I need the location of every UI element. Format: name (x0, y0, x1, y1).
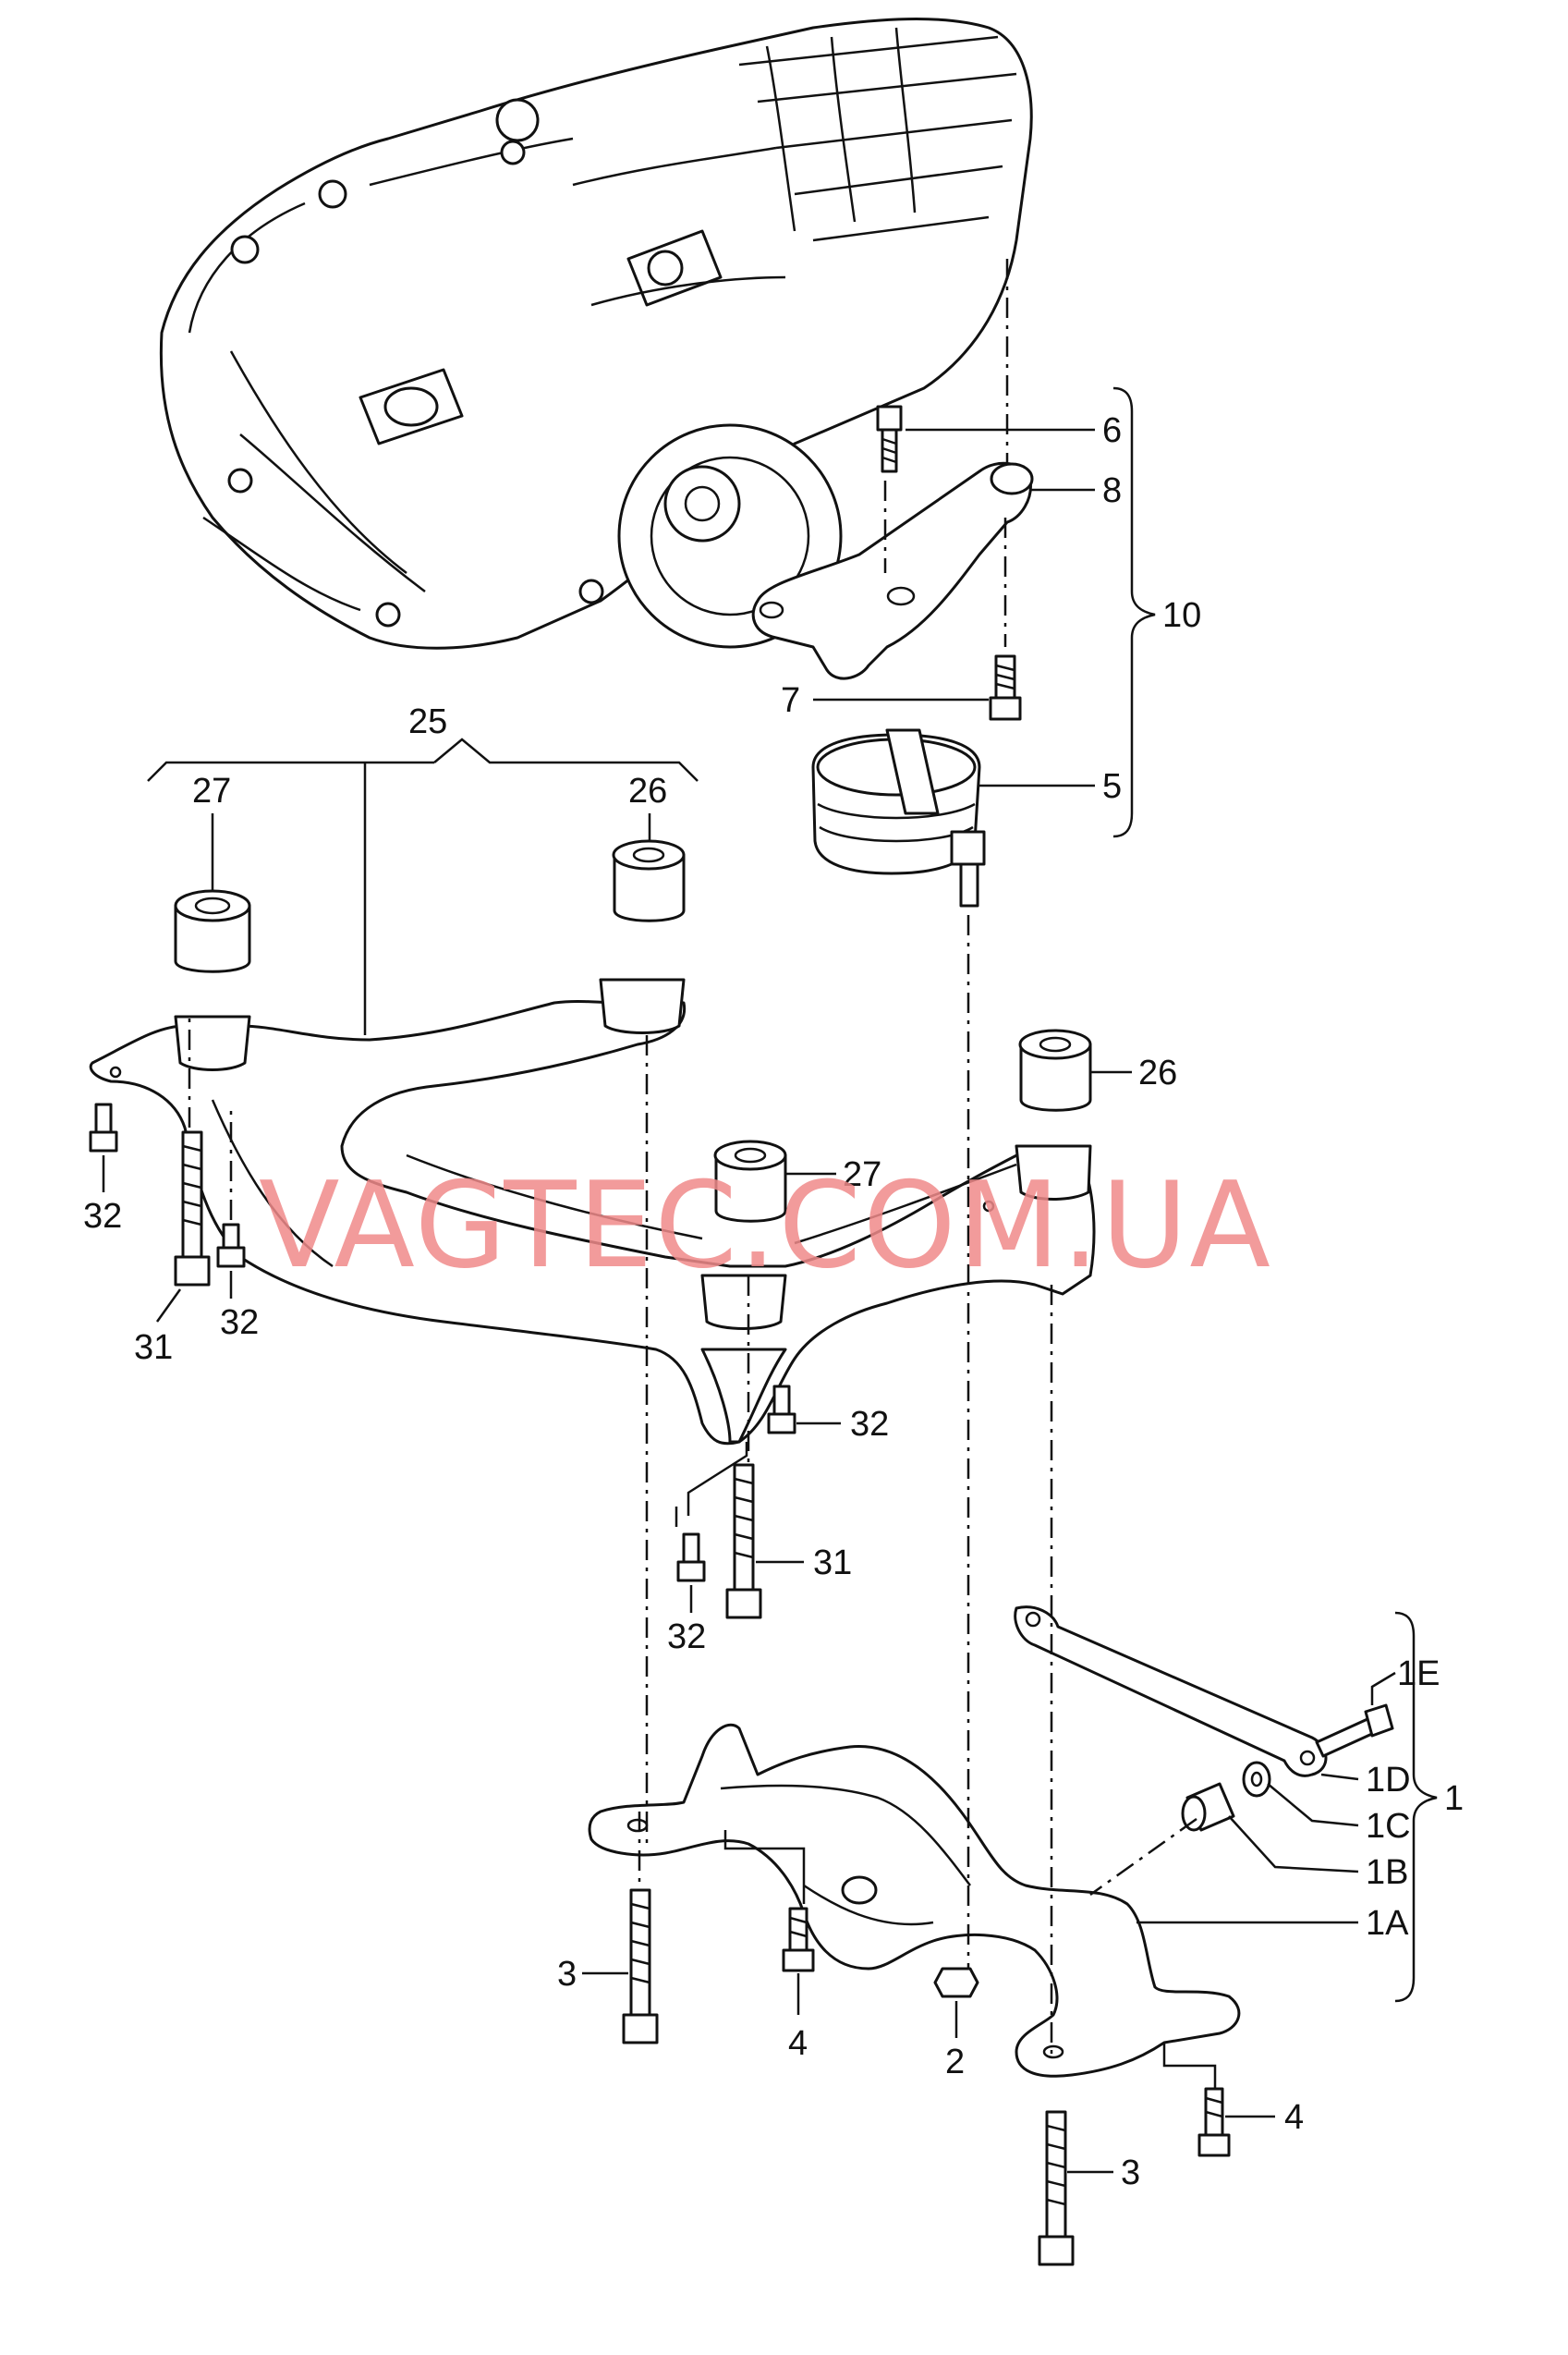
callout-31-a: 31 (134, 1328, 173, 1367)
callout-1D: 1D (1366, 1761, 1411, 1800)
callout-32-c: 32 (850, 1405, 889, 1444)
callout-32-a: 32 (83, 1197, 122, 1236)
callout-27-center: 27 (843, 1155, 881, 1194)
callout-7: 7 (781, 681, 800, 720)
watermark-text: VAGTEC.COM.UA (259, 1157, 1272, 1295)
callout-31-b: 31 (813, 1544, 852, 1582)
callout-25: 25 (408, 702, 447, 741)
callout-labels: 6 8 10 7 5 25 27 26 26 27 32 32 31 32 31… (83, 411, 1464, 2192)
subframe-bolts (89, 1103, 796, 1619)
callout-27-upper: 27 (192, 772, 231, 811)
callout-2: 2 (945, 2043, 965, 2081)
callout-1: 1 (1444, 1779, 1464, 1818)
crossmember-assembly (588, 1605, 1394, 2266)
callout-1B: 1B (1366, 1853, 1408, 1892)
callout-26-upper: 26 (628, 772, 667, 811)
transmission-housing (159, 18, 1033, 650)
callout-3-right: 3 (1121, 2154, 1140, 2192)
callout-3-left: 3 (557, 1955, 577, 1994)
callout-4-right: 4 (1284, 2098, 1304, 2137)
gearbox-mount-assembly (751, 405, 1034, 908)
callout-1C: 1C (1366, 1807, 1411, 1846)
callout-8: 8 (1102, 471, 1122, 510)
callout-32-b: 32 (220, 1303, 259, 1342)
callout-26-right: 26 (1138, 1054, 1177, 1092)
subframe-assembly (89, 839, 1096, 1446)
callout-1A: 1A (1366, 1904, 1409, 1943)
callout-4-left: 4 (788, 2024, 808, 2063)
callout-10: 10 (1162, 596, 1201, 635)
callout-32-d: 32 (667, 1617, 706, 1656)
callout-6: 6 (1102, 411, 1122, 450)
callout-5: 5 (1102, 767, 1122, 806)
callout-1E: 1E (1397, 1654, 1440, 1693)
leader-lines (102, 386, 1438, 2174)
alignment-lines (188, 259, 1197, 2061)
